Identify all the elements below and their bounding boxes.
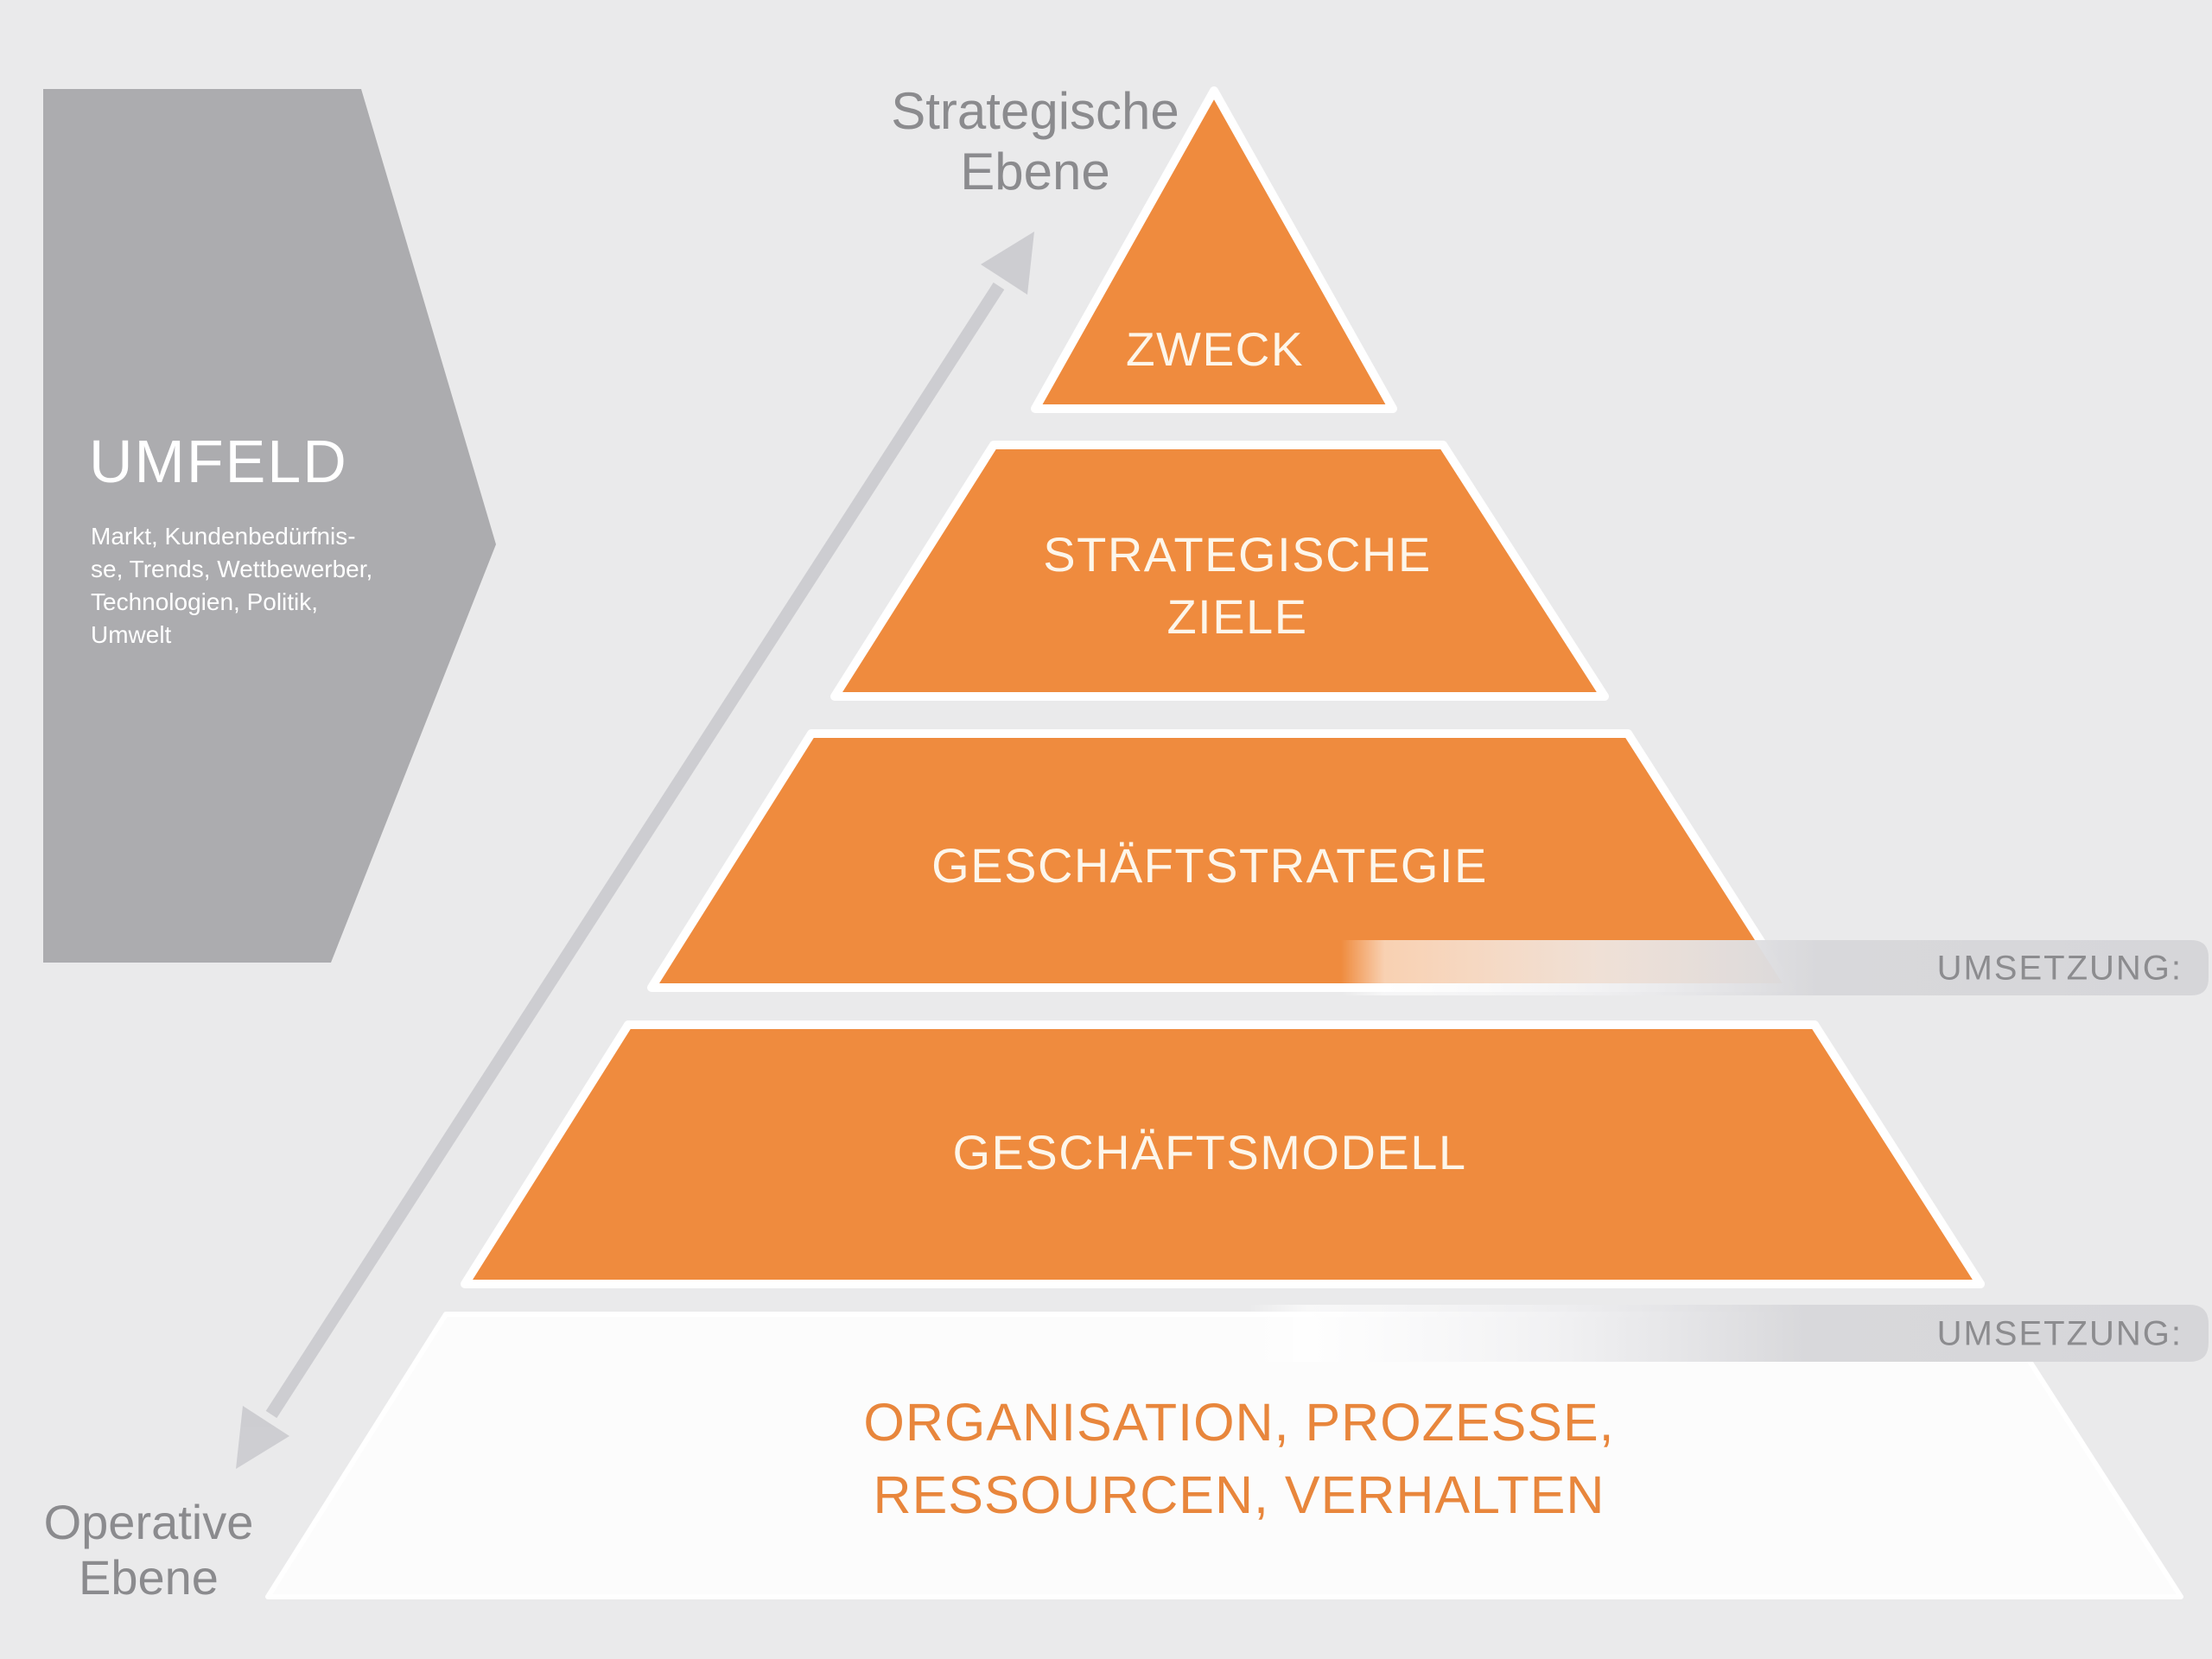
strategic-operative-arrow <box>236 232 1034 1469</box>
strategische-ebene-label: Strategische Ebene <box>891 82 1179 200</box>
arrowhead-down-icon <box>236 1406 289 1469</box>
operative-ebene-label: Operative Ebene <box>43 1495 254 1605</box>
umfeld-box-shape <box>43 89 496 963</box>
label-geschaeftsmodell: GESCHÄFTSMODELL <box>952 1125 1467 1179</box>
pyramid-level-zweck <box>1031 86 1397 413</box>
arrowhead-up-icon <box>981 232 1034 295</box>
pyramid-level-geschaeftsmodell <box>461 1020 1985 1288</box>
umfeld-title: UMFELD <box>89 428 348 495</box>
label-geschaeftstrategie: GESCHÄFTSTRATEGIE <box>931 838 1488 893</box>
umsetzung-bar-2 <box>1249 1305 2209 1362</box>
umsetzung-label-2: UMSETZUNG: <box>1936 1314 2183 1353</box>
umfeld-description: Markt, Kundenbedürfnis- se, Trends, Wett… <box>91 523 373 648</box>
pyramid-level-strategische-ziele <box>830 441 1609 701</box>
label-organisation-prozesse: ORGANISATION, PROZESSE, RESSOURCEN, VERH… <box>863 1393 1615 1524</box>
umsetzung-bar-1 <box>1341 940 2209 995</box>
label-strategische-ziele: STRATEGISCHE ZIELE <box>1043 527 1432 644</box>
label-zweck: ZWECK <box>1125 322 1305 376</box>
umsetzung-label-1: UMSETZUNG: <box>1936 949 2183 988</box>
